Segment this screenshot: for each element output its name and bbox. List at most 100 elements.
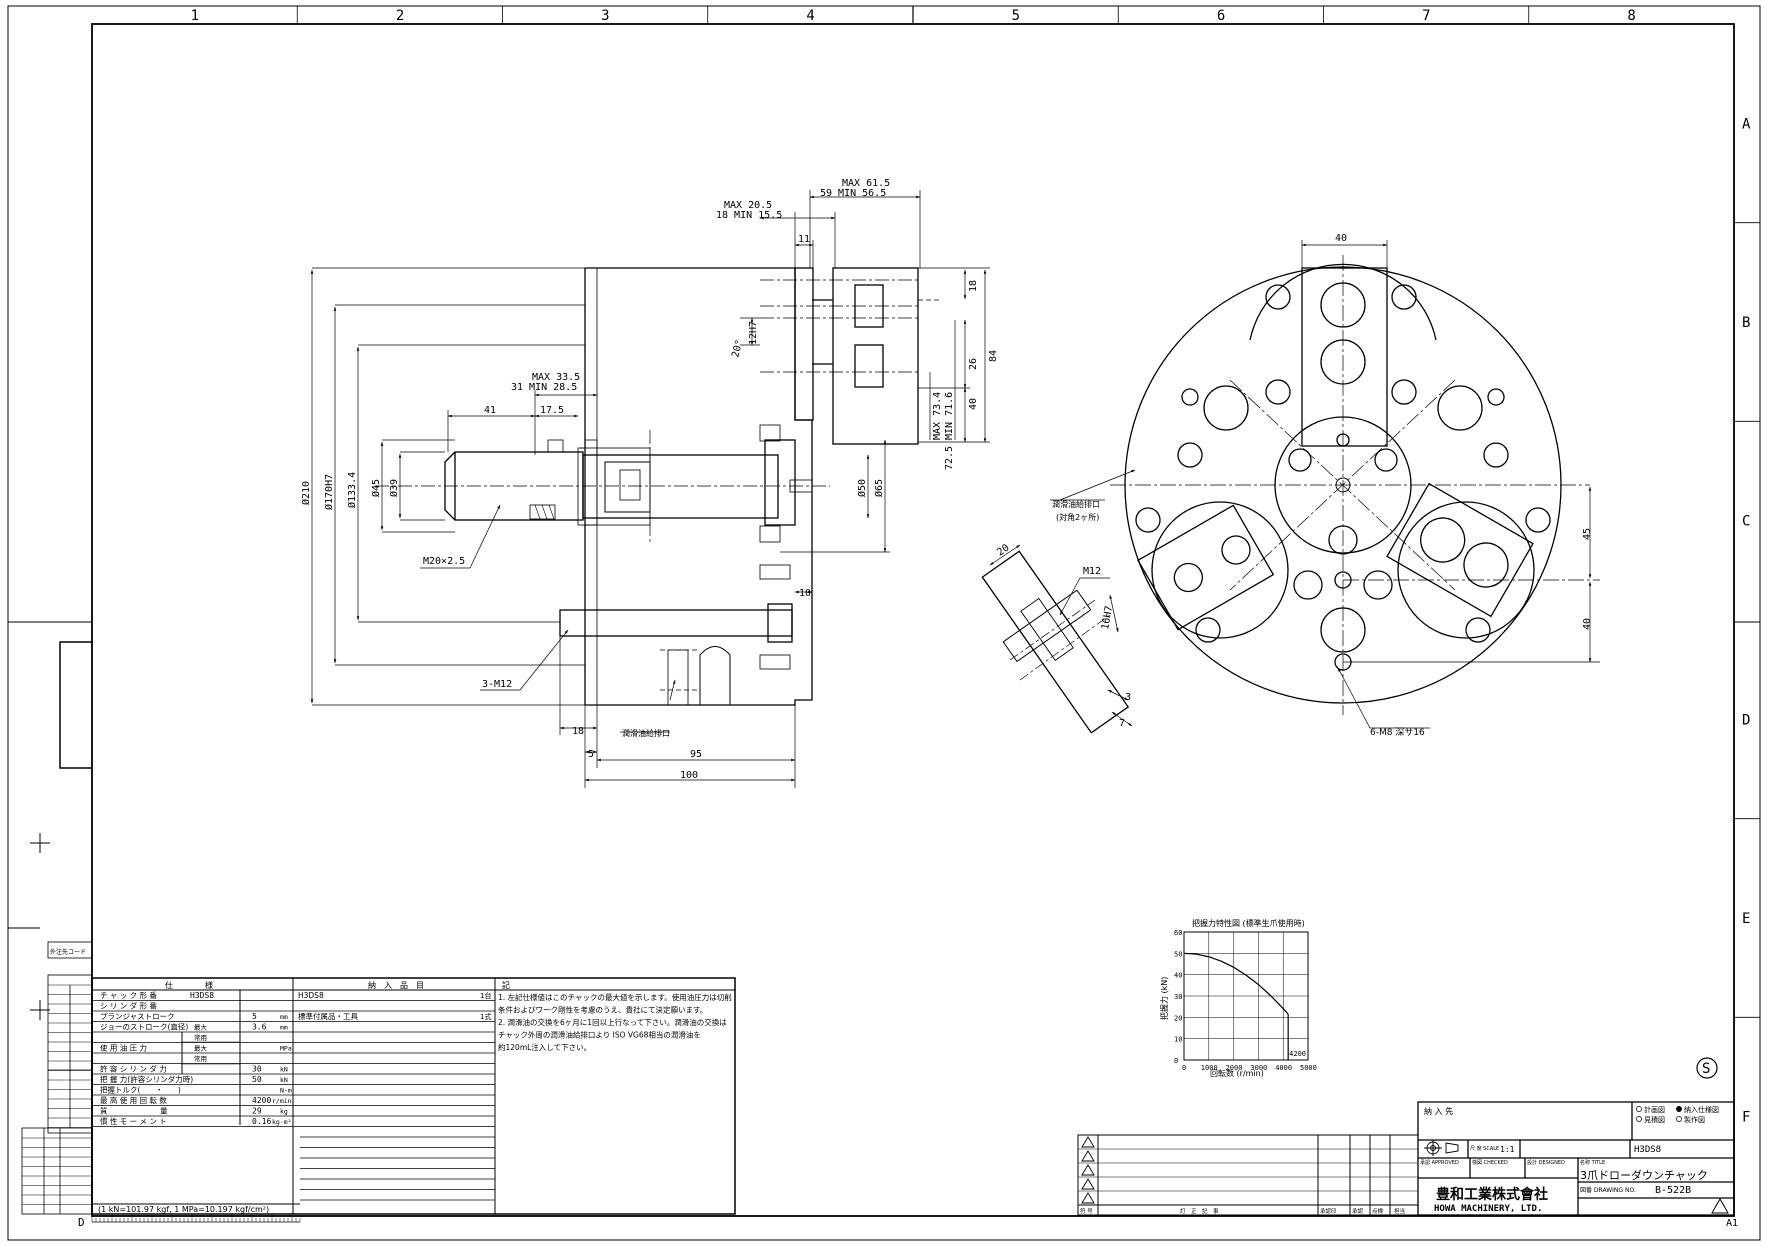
svg-text:18: 18 — [968, 280, 979, 292]
spec-value: 0.16 — [252, 1117, 271, 1126]
side-section-view — [444, 267, 919, 706]
spec-sublabel: 最大 — [194, 1023, 208, 1032]
column-label: 6 — [1217, 8, 1225, 24]
jaw-detail-dimension-lines — [989, 544, 1133, 727]
revision-header-cell: 承認印 — [1320, 1207, 1337, 1215]
chart-series-line — [1183, 952, 1289, 1015]
svg-text:M20×2.5: M20×2.5 — [423, 556, 465, 567]
front-view-centerlines — [1110, 255, 1600, 715]
column-label: 8 — [1627, 8, 1635, 24]
svg-text:5: 5 — [588, 749, 594, 760]
check-option-radio — [1636, 1106, 1642, 1112]
customer-label: 納 入 先 — [1424, 1106, 1453, 1116]
svg-text:Ø133.4: Ø133.4 — [346, 472, 358, 508]
chart-title: 把握力特性図 (標準生爪使用時) — [1192, 918, 1305, 928]
chart-ylabel: 把握力 (kN) — [1159, 977, 1169, 1020]
spec-sublabel: 最大 — [194, 1044, 208, 1053]
checked-label: 検図 CHECKED — [1472, 1159, 1508, 1166]
spec-unit: MPa — [280, 1045, 292, 1053]
unit-footnote: (1 kN=101.97 kgf, 1 MPa=10.197 kgf/cm²) — [98, 1205, 269, 1214]
svg-text:(対角2ヶ所): (対角2ヶ所) — [1056, 512, 1099, 522]
title-label: 名称 TITLE — [1580, 1159, 1605, 1166]
svg-text:31 MIN 28.5: 31 MIN 28.5 — [511, 382, 577, 393]
column-label: 2 — [396, 8, 404, 24]
svg-text:3: 3 — [1125, 692, 1131, 703]
check-option-label: 計画図 — [1644, 1105, 1665, 1114]
column-label: 1 — [191, 8, 199, 24]
chart-xtick: 4000 — [1275, 1064, 1292, 1072]
svg-text:40: 40 — [1335, 233, 1347, 244]
column-label: 3 — [601, 8, 609, 24]
row-label: D — [1742, 712, 1750, 728]
revision-header-cell: 符 号 — [1080, 1207, 1093, 1215]
company-name-jp: 豊和工業株式會社 — [1436, 1186, 1548, 1203]
svg-text:45: 45 — [1582, 528, 1593, 540]
spec-sublabel: 常用 — [194, 1054, 207, 1063]
vendor-code-label: 外注先コード — [50, 948, 86, 956]
projection-symbol — [1424, 1140, 1459, 1156]
delivery-qty: 1台 — [480, 991, 491, 1000]
chart-ytick: 60 — [1174, 929, 1182, 937]
row-label: E — [1742, 911, 1750, 927]
delivery-qty: 1式 — [480, 1012, 491, 1021]
svg-text:10: 10 — [799, 588, 811, 599]
spec-unit: kg — [280, 1108, 288, 1116]
spec-value: H3DS8 — [190, 991, 214, 1000]
svg-text:MAX 73.4: MAX 73.4 — [932, 392, 943, 440]
check-option-radio — [1636, 1116, 1642, 1122]
revision-triangle-marker — [1081, 1136, 1095, 1148]
check-option-label: 納入仕様図 — [1684, 1105, 1719, 1114]
svg-text:16H7: 16H7 — [1100, 605, 1115, 631]
svg-text:20: 20 — [995, 543, 1011, 559]
svg-text:100: 100 — [680, 770, 698, 781]
revision-triangle-marker — [1081, 1150, 1095, 1162]
spec-value: 5 — [252, 1012, 257, 1021]
revision-header-cell: 担当 — [1394, 1207, 1405, 1215]
check-option-label: 見積図 — [1644, 1115, 1665, 1124]
spec-unit: mm — [280, 1024, 288, 1032]
svg-text:17.5: 17.5 — [540, 405, 564, 416]
svg-text:18: 18 — [572, 726, 584, 737]
spec-value: 3.6 — [252, 1023, 267, 1032]
spec-label: 慣 性 モ ー メ ン ト — [100, 1116, 167, 1126]
chart-ytick: 0 — [1174, 1057, 1178, 1065]
svg-text:40: 40 — [968, 398, 979, 410]
bottom-left-letter: D — [78, 1216, 85, 1229]
approved-label: 承認 APPROVED — [1420, 1159, 1459, 1166]
revision-block — [1077, 1134, 1419, 1216]
grip-force-chart: 把握力特性図 (標準生爪使用時) 把握力 (kN) 回転数 (r/min) 01… — [1159, 918, 1317, 1078]
company-name-en: HOWA MACHINERY, LTD. — [1434, 1204, 1542, 1214]
svg-text:MAX 20.5: MAX 20.5 — [724, 200, 772, 211]
revision-header-cell: 承認 — [1352, 1207, 1364, 1215]
revision-triangle-marker — [1081, 1192, 1095, 1204]
check-option-radio — [1676, 1116, 1682, 1122]
chart-ytick: 40 — [1174, 972, 1182, 980]
revision-header-cell: 点検 — [1372, 1207, 1384, 1215]
row-label: F — [1742, 1110, 1750, 1126]
svg-text:40: 40 — [1582, 618, 1593, 630]
svg-text:72.5: 72.5 — [944, 446, 955, 470]
jaw-detail-centerlines — [1009, 599, 1111, 681]
spec-unit: kN — [280, 1066, 288, 1074]
column-label: 5 — [1012, 8, 1020, 24]
scale-label: 尺 度 SCALE — [1470, 1145, 1499, 1152]
vendor-code-strip — [21, 941, 93, 1215]
model-number: H3DS8 — [1634, 1145, 1661, 1155]
delivery-item: H3DS8 — [298, 991, 324, 1000]
svg-text:Ø210: Ø210 — [300, 481, 312, 505]
delivery-item: 標準付属品・工具 — [298, 1011, 358, 1021]
revision-triangle-marker — [1081, 1164, 1095, 1176]
row-label: B — [1742, 315, 1750, 331]
note-line: 2. 潤滑油の交換を6ヶ月に1回以上行なって下さい。潤滑油の交換は — [498, 1017, 727, 1027]
jaw-detail-dimension-text: 20 M12 16H7 3 7 — [995, 543, 1131, 729]
chart-ytick: 20 — [1174, 1014, 1182, 1022]
chart-xtick: 1000 — [1201, 1064, 1218, 1072]
jaw-detail-view — [981, 550, 1130, 734]
svg-text:Ø45: Ø45 — [370, 479, 382, 497]
side-view-dimension-lines — [310, 190, 990, 788]
chart-grid — [1183, 931, 1309, 1061]
